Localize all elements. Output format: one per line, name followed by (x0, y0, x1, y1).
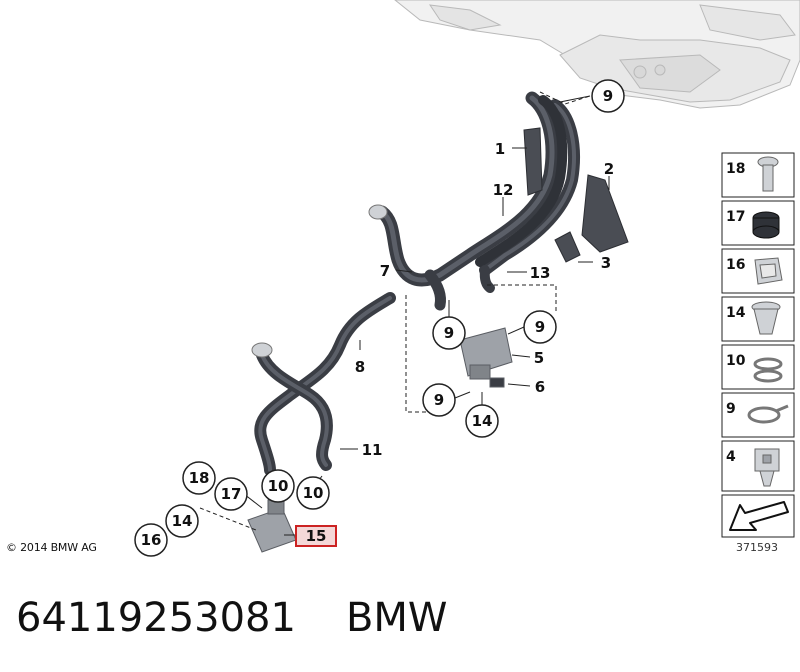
expanding-nut-icon (751, 301, 781, 335)
hose-group-upper (375, 91, 580, 311)
push-nut-icon (754, 448, 780, 487)
callout-label: 5 (534, 349, 544, 367)
side-item-14[interactable]: 14 (721, 296, 795, 342)
callout-15-highlighted[interactable]: 15 (295, 525, 337, 547)
callout-14-low[interactable]: 14 (165, 504, 199, 538)
callout-5[interactable]: 5 (534, 349, 544, 367)
callout-1[interactable]: 1 (495, 140, 505, 158)
callout-13[interactable]: 13 (530, 264, 551, 282)
callout-8[interactable]: 8 (355, 358, 365, 376)
side-item-4[interactable]: 4 (721, 440, 795, 492)
water-valve (459, 327, 513, 388)
callout-14-mid[interactable]: 14 (465, 404, 499, 438)
callout-7[interactable]: 7 (380, 262, 390, 280)
callout-17[interactable]: 17 (214, 477, 248, 511)
clip-nut-icon (754, 257, 783, 285)
drawing-number: 371593 (736, 541, 778, 554)
grommet-icon (752, 211, 780, 239)
callout-10-a[interactable]: 10 (261, 469, 295, 503)
arrow-icon (729, 501, 789, 531)
callout-label: 16 (141, 531, 162, 549)
parts-diagram: 9 1 2 12 3 7 13 9 9 5 8 9 6 14 11 (134, 0, 800, 557)
callout-3[interactable]: 3 (601, 254, 611, 272)
hose-clamp-icon (753, 357, 783, 383)
side-item-label: 18 (726, 161, 745, 177)
callout-label: 8 (355, 358, 365, 376)
callout-label: 1 (495, 140, 505, 158)
part-number: 64119253081 (16, 595, 296, 641)
side-legend: 18 17 16 14 (721, 152, 795, 538)
callout-label: 7 (380, 262, 390, 280)
callout-6[interactable]: 6 (535, 378, 545, 396)
callout-label: 2 (604, 160, 614, 178)
callout-label: 9 (434, 391, 444, 409)
side-item-label: 16 (726, 257, 745, 273)
bolt-icon (757, 156, 779, 192)
coolant-pump (247, 499, 297, 553)
callout-label: 10 (268, 477, 289, 495)
callout-label: 14 (472, 412, 493, 430)
side-item-17[interactable]: 17 (721, 200, 795, 246)
copyright-notice: © 2014 BMW AG (6, 541, 97, 554)
callout-label: 10 (303, 484, 324, 502)
brand-name: BMW (345, 595, 448, 641)
side-item-label: 17 (726, 209, 745, 225)
callout-label: 3 (601, 254, 611, 272)
dashed-leaders (199, 91, 591, 531)
side-item-label: 4 (726, 449, 736, 465)
side-item-10[interactable]: 10 (721, 344, 795, 390)
callout-12[interactable]: 12 (493, 181, 514, 199)
callout-9-right[interactable]: 9 (523, 310, 557, 344)
callout-label: 13 (530, 264, 551, 282)
callout-label: 6 (535, 378, 545, 396)
side-item-16[interactable]: 16 (721, 248, 795, 294)
callout-18[interactable]: 18 (182, 461, 216, 495)
callout-16[interactable]: 16 (134, 523, 168, 557)
callout-label: 11 (362, 441, 383, 459)
brackets (523, 127, 629, 263)
side-item-9[interactable]: 9 (721, 392, 795, 438)
callout-11[interactable]: 11 (362, 441, 383, 459)
side-item-label: 9 (726, 401, 736, 417)
hose-ends (251, 204, 388, 358)
callout-label: 9 (444, 324, 454, 342)
side-item-18[interactable]: 18 (721, 152, 795, 198)
callout-label: 15 (306, 527, 327, 545)
callout-2[interactable]: 2 (604, 160, 614, 178)
callout-9-top[interactable]: 9 (591, 79, 625, 113)
direction-arrow-box (721, 494, 795, 538)
callout-label: 18 (189, 469, 210, 487)
side-item-label: 14 (726, 305, 746, 321)
hose-group-lower (254, 292, 396, 476)
callout-label: 12 (493, 181, 514, 199)
spring-clamp-icon (747, 404, 789, 424)
callout-label: 9 (603, 87, 613, 105)
footer: 64119253081 BMW (16, 588, 447, 648)
callout-9-left[interactable]: 9 (432, 316, 466, 350)
callout-9-low[interactable]: 9 (422, 383, 456, 417)
callout-label: 17 (221, 485, 242, 503)
callout-label: 14 (172, 512, 193, 530)
callout-label: 9 (535, 318, 545, 336)
callout-10-b[interactable]: 10 (296, 476, 330, 510)
side-item-label: 10 (726, 353, 746, 369)
